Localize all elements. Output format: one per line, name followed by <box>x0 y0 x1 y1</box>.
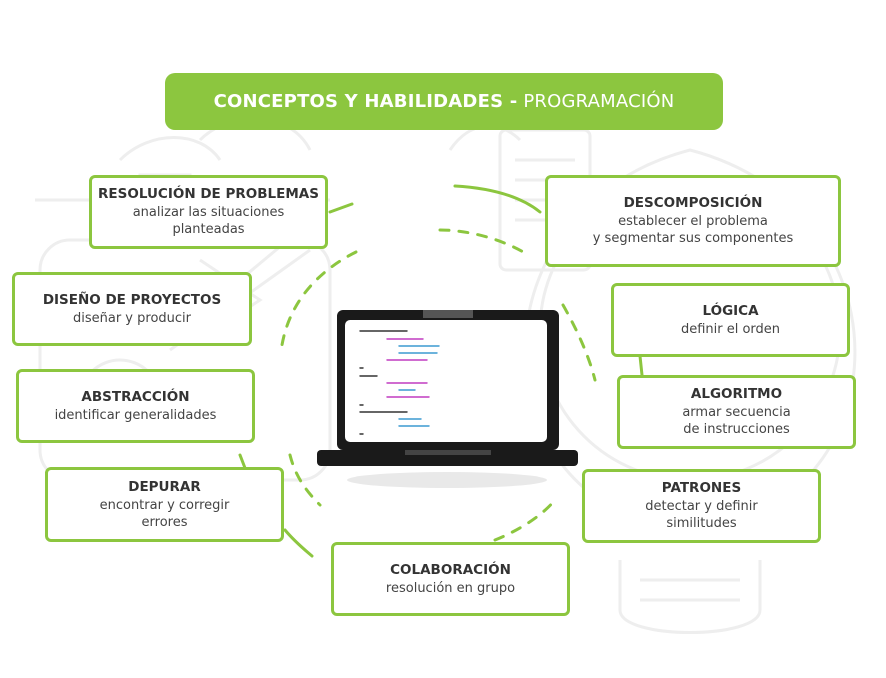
card-title: PATRONES <box>661 480 742 496</box>
title-bold: CONCEPTOS Y HABILIDADES - <box>213 91 518 112</box>
card-description: encontrar y corregir errores <box>99 497 230 530</box>
card-algoritmo: ALGORITMO armar secuencia de instruccion… <box>617 375 856 449</box>
card-description: establecer el problema y segmentar sus c… <box>592 214 794 246</box>
card-title: ALGORITMO <box>690 386 783 402</box>
card-logica: LÓGICA definir el orden <box>611 283 850 357</box>
card-diseno-de-proyectos: DISEÑO DE PROYECTOS diseñar y producir <box>12 272 252 346</box>
card-description: definir el orden <box>680 321 781 337</box>
laptop-illustration <box>317 310 578 488</box>
card-colaboracion: COLABORACIÓN resolución en grupo <box>331 542 570 616</box>
card-description: armar secuencia de instrucciones <box>682 405 791 437</box>
card-depurar: DEPURAR encontrar y corregir errores <box>45 467 284 542</box>
card-title: COLABORACIÓN <box>390 561 511 578</box>
card-descomposicion: DESCOMPOSICIÓN establecer el problema y … <box>545 175 841 267</box>
card-title: DESCOMPOSICIÓN <box>623 195 763 211</box>
card-description: analizar las situaciones planteadas <box>132 205 285 237</box>
card-description: resolución en grupo <box>385 580 516 596</box>
card-description: detectar y definir similitudes <box>645 499 758 531</box>
card-description: identificar generalidades <box>54 407 217 423</box>
card-title: RESOLUCIÓN DE PROBLEMAS <box>98 186 319 202</box>
card-title: ABSTRACCIÓN <box>81 388 190 405</box>
card-resolucion-de-problemas: RESOLUCIÓN DE PROBLEMAS analizar las sit… <box>89 175 328 249</box>
card-abstraccion: ABSTRACCIÓN identificar generalidades <box>16 369 255 443</box>
card-title: DISEÑO DE PROYECTOS <box>42 291 222 308</box>
title-light: PROGRAMACIÓN <box>523 91 675 112</box>
card-title: DEPURAR <box>128 478 201 495</box>
page-title-banner: CONCEPTOS Y HABILIDADES - PROGRAMACIÓN <box>165 73 723 130</box>
card-description: diseñar y producir <box>72 310 191 326</box>
card-patrones: PATRONES detectar y definir similitudes <box>582 469 821 543</box>
card-title: LÓGICA <box>702 302 759 319</box>
